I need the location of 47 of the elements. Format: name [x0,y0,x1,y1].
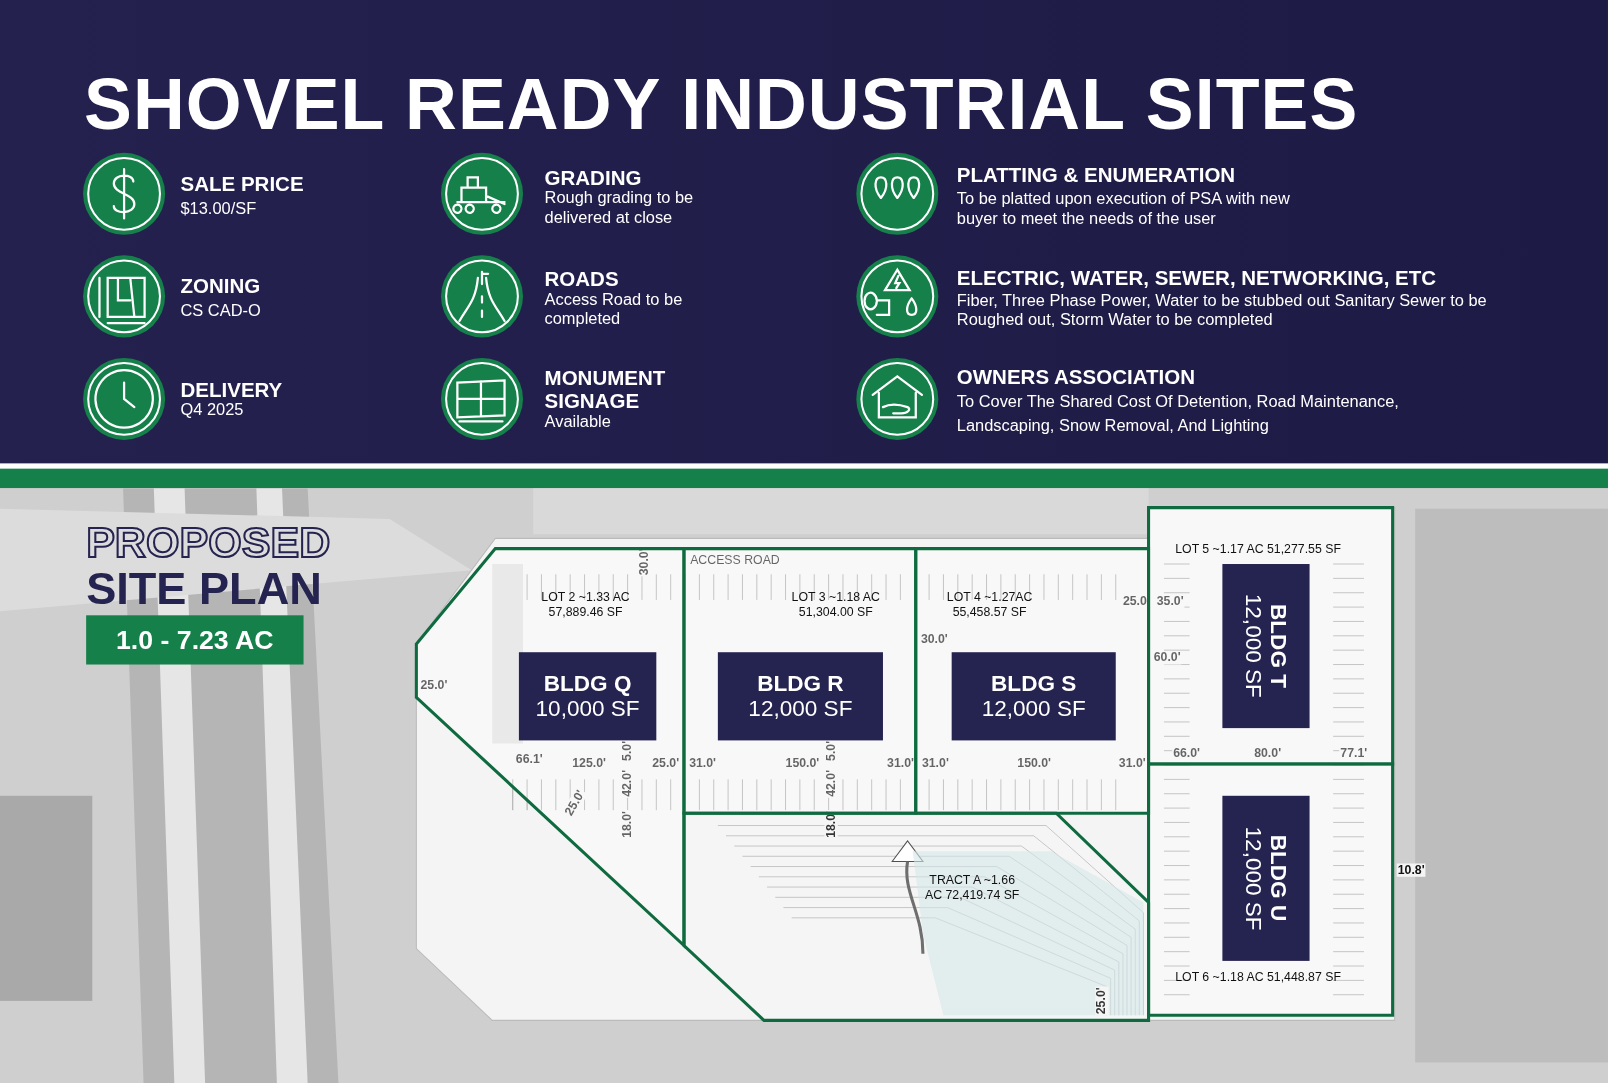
lot-label: LOT 5 ~1.17 AC 51,277.55 SF [1175,541,1342,557]
feature-text: Q4 2025 [180,399,244,420]
feature-text: Fiber, Three Phase Power, Water to be stubbed out Sanitary Sewer to be Roughed out, Storm Water to be completed [956,290,1488,330]
building-name: BLDG T [1266,604,1291,689]
feature-text: Available [544,411,611,431]
feature-heading: GRADING [544,166,642,190]
feature-text: To be platted upon execution of PSA with new buyer to meet the needs of the user [956,188,1291,228]
lot-label: LOT 2 ~1.33 AC 57,889.46 SF [540,589,631,621]
feature-heading: PLATTING & ENUMERATION [956,163,1236,187]
acreage-badge: 1.0 - 7.23 AC [86,615,304,665]
lot-parcel [1148,764,1393,1016]
building-footprint [717,652,883,741]
lot-label: LOT 6 ~1.18 AC 51,448.87 SF [1175,970,1342,986]
page-title: SHOVEL READY INDUSTRIAL SITES [84,63,1359,146]
dimension-label: 10.8' [1396,863,1426,877]
building-footprint [518,652,657,741]
feature-text: CS CAD-O [180,300,261,320]
feature-text: To Cover The Shared Cost Of Detention, Road Maintenance, Landscaping, Snow Removal, And Lighting [956,391,1400,436]
section-heading: PROPOSED [86,518,331,566]
feature-heading: MONUMENT SIGNAGE [544,366,667,414]
building-name: BLDG U [1266,835,1291,922]
feature-heading: ZONING [180,274,261,299]
detention-tract [684,813,1149,1021]
lot-label: LOT 3 ~1.18 AC 51,304.00 SF [790,589,881,621]
feature-text: Rough grading to be delivered at close [544,187,695,227]
building-area: 12,000 SF [1241,826,1266,931]
building-name: BLDG R [757,671,844,697]
building-footprint [1222,795,1310,961]
building-footprint [951,652,1116,741]
building-area: 10,000 SF [535,696,640,721]
feature-heading: ROADS [544,267,619,292]
dimension-label: 25.0' [1095,986,1109,1016]
building-area: 12,000 SF [748,696,853,721]
building-area: 12,000 SF [1241,594,1266,699]
building-name: BLDG S [991,671,1077,697]
feature-heading: OWNERS ASSOCIATION [956,365,1195,389]
feature-heading: DELIVERY [180,378,283,402]
section-heading: SITE PLAN [86,564,322,613]
building-name: BLDG Q [543,671,632,697]
building-footprint [1222,564,1310,729]
feature-heading: ELECTRIC, WATER, SEWER, NETWORKING, ETC [956,266,1437,291]
building-area: 12,000 SF [981,696,1086,721]
lot-label: LOT 4 ~1.27AC 55,458.57 SF [945,589,1034,621]
feature-heading: SALE PRICE [180,172,304,196]
lot-label: TRACT A ~1.66 AC 72,419.74 SF [923,872,1021,904]
feature-text: Access Road to be completed [544,289,684,329]
feature-text: $13.00/SF [180,198,257,219]
